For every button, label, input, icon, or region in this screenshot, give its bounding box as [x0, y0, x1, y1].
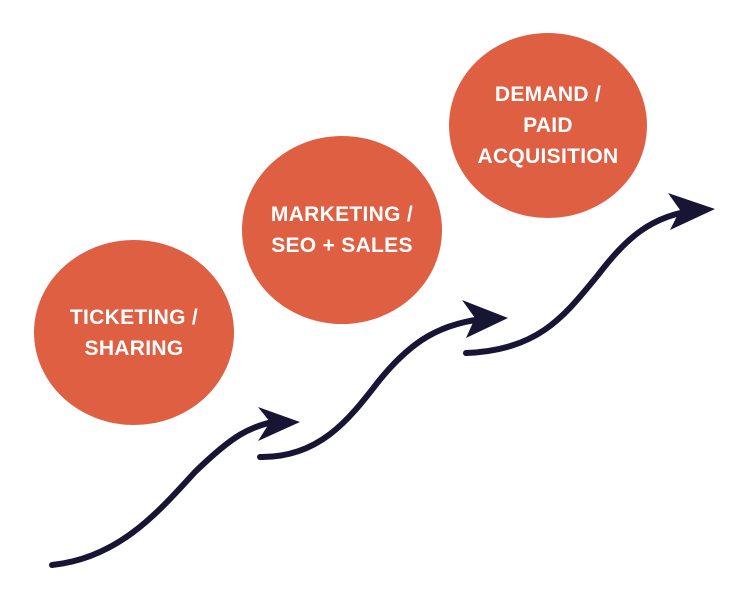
stage-label-marketing: MARKETING / SEO + SALES [270, 203, 414, 257]
arrow-1-curve [49, 417, 288, 568]
arrow-1 [49, 407, 300, 568]
stage-circle-marketing: MARKETING / SEO + SALES [242, 136, 442, 324]
arrow-3-head [668, 193, 715, 230]
stage-circle-demand: DEMAND / PAID ACQUISITION [449, 33, 647, 218]
stage-label-ticketing: TICKETING / SHARING [69, 305, 199, 360]
arrow-2-curve [257, 315, 495, 461]
arrow-2 [257, 300, 508, 461]
arrow-3-curve [463, 207, 701, 356]
stage-label-demand: DEMAND / PAID ACQUISITION [477, 83, 619, 168]
arrow-2-head [462, 300, 508, 338]
stage-circle-ticketing: TICKETING / SHARING [34, 240, 234, 425]
arrow-3 [463, 193, 715, 356]
arrow-1-head [258, 407, 300, 441]
